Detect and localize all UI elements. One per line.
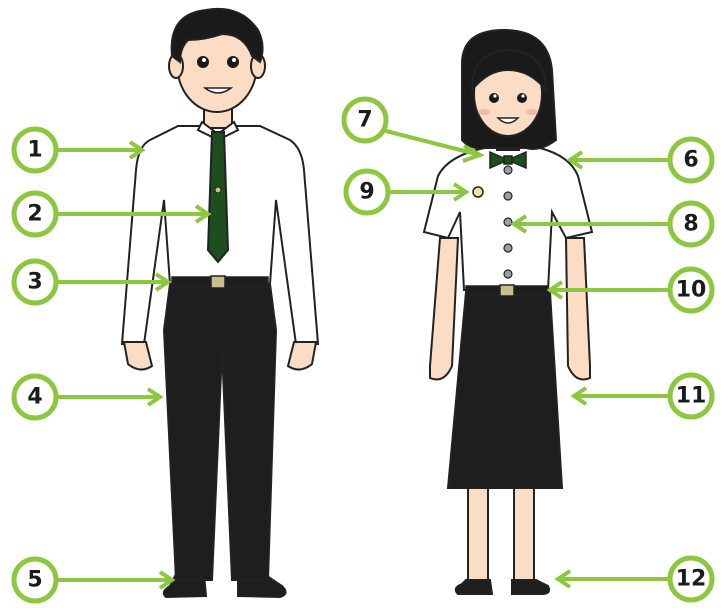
- callout-11: 11: [574, 375, 712, 417]
- callout-8-number: 8: [683, 212, 698, 237]
- female-figure: [424, 30, 592, 594]
- female-skirt: [448, 292, 562, 488]
- callout-1-number: 1: [27, 138, 42, 163]
- callout-7: 7: [344, 99, 480, 161]
- callout-5: 5: [14, 559, 172, 601]
- callout-2-number: 2: [27, 202, 42, 227]
- callout-9-number: 9: [359, 180, 374, 205]
- callout-6-number: 6: [683, 148, 698, 173]
- callout-10-number: 10: [676, 278, 707, 303]
- callout-12-number: 12: [676, 567, 707, 592]
- tie-clip: [215, 187, 221, 193]
- male-necktie: [208, 132, 228, 262]
- callout-6: 6: [570, 139, 712, 181]
- female-belt-buckle: [500, 285, 514, 296]
- callout-12: 12: [558, 558, 712, 600]
- callout-7-number: 7: [357, 108, 372, 133]
- pin-badge: [473, 187, 483, 197]
- female-shoes: [456, 580, 549, 594]
- callout-1: 1: [14, 129, 142, 171]
- male-belt-buckle: [211, 276, 225, 288]
- callout-4-number: 4: [27, 385, 42, 410]
- callout-11-number: 11: [676, 384, 707, 409]
- male-figure: [122, 9, 318, 597]
- callout-3-number: 3: [27, 270, 42, 295]
- callout-4: 4: [14, 376, 160, 418]
- callouts: 1 2 3 4 5 6: [14, 99, 712, 601]
- male-trousers: [164, 284, 276, 580]
- callout-5-number: 5: [27, 568, 42, 593]
